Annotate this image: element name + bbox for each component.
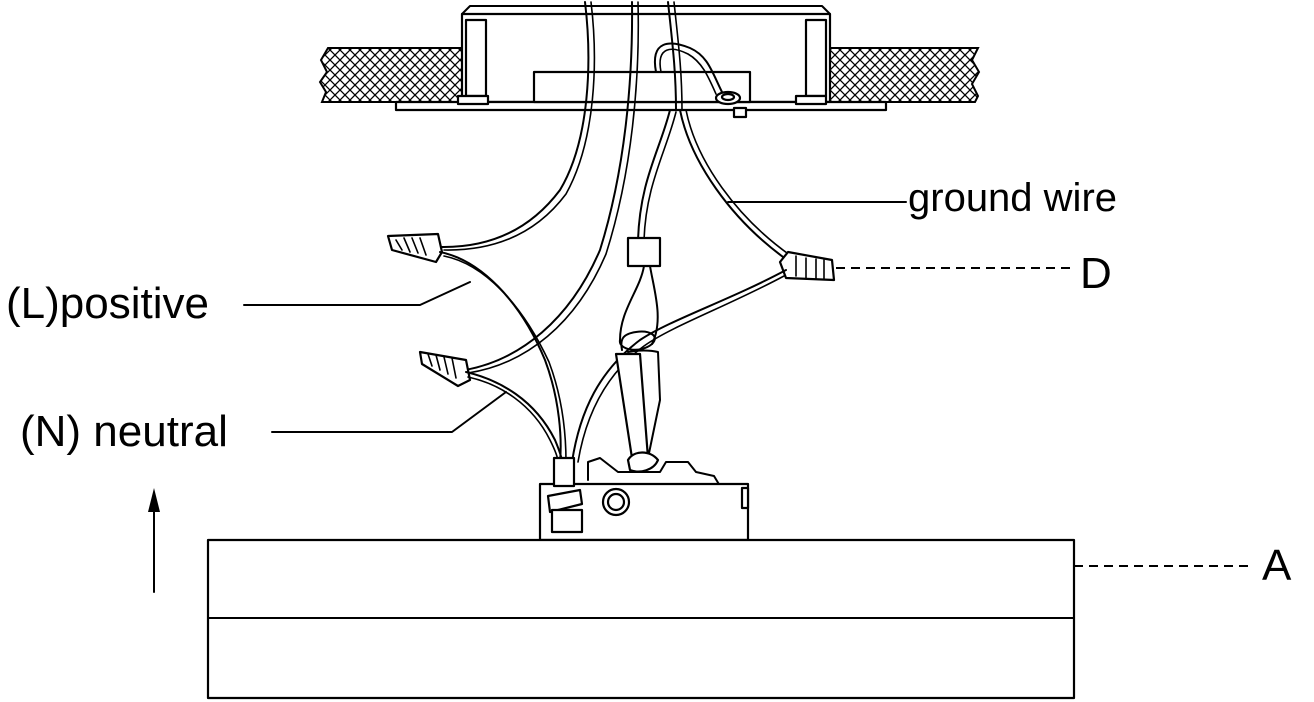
supply-wires [439,1,795,374]
wire-nut-neutral [418,350,472,388]
fixture-wires [439,251,787,463]
ceiling-drywall-right [829,47,981,103]
positive-wire-label: (L)positive [6,279,209,328]
fixture-a-label: A [1262,541,1292,590]
leader-positive [243,281,471,306]
leader-lines [243,201,1248,567]
leader-neutral [271,391,507,433]
fixture-body [206,538,1076,700]
neutral-wire-label: (N) neutral [20,407,228,456]
ground-screw [653,42,742,106]
wire-nut-d-label: D [1080,249,1112,298]
ceiling-drywall-left [318,47,463,103]
wire-nut-positive [386,232,444,264]
ground-wire-label: ground wire [908,176,1118,220]
fixture-mounting-plate [538,456,750,542]
up-arrow-icon [148,488,160,593]
wire-nut-ground [778,250,836,282]
mounting-bracket [394,5,888,119]
safety-cable [614,236,662,473]
